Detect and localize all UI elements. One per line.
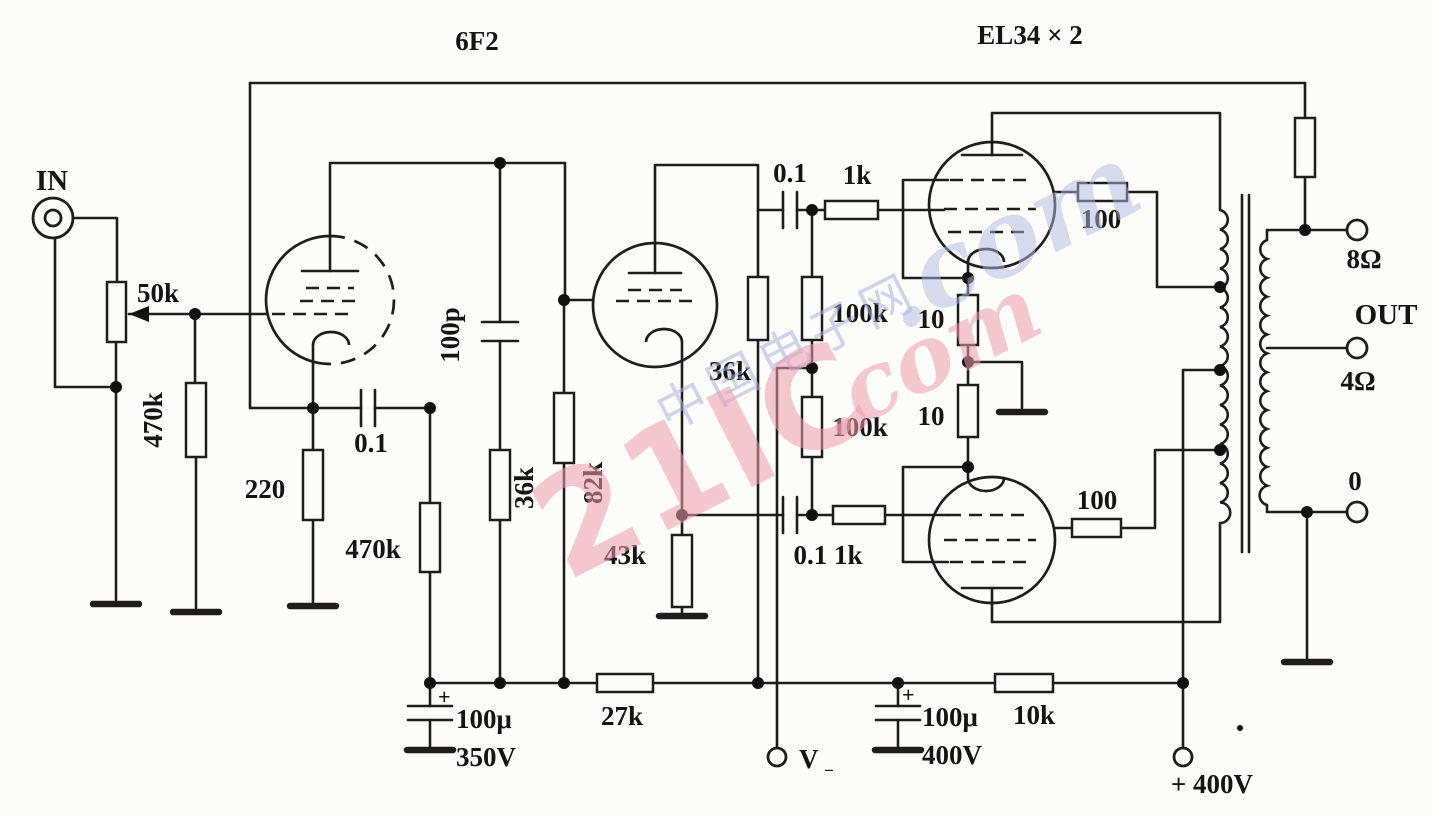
resistor-plate2-36k — [746, 275, 770, 342]
label-cap1-plus: + — [438, 684, 451, 709]
tube-el34-upper — [927, 140, 1057, 270]
resistor-gridleak-lower-100k — [800, 395, 824, 459]
label-plate-82k: 82k — [578, 462, 608, 504]
label-input: IN — [36, 165, 68, 197]
label-grid-470k: 470k — [345, 534, 401, 564]
capacitor-filter2-100u-400v — [874, 704, 922, 722]
resistor-cathode-lower-10 — [956, 383, 980, 439]
label-43k: 43k — [604, 540, 646, 570]
resistor-cathode-220 — [301, 448, 325, 522]
wiring — [53, 81, 1349, 750]
label-100-lower: 100 — [1077, 485, 1118, 515]
label-plate2-36k: 36k — [709, 356, 751, 386]
resistor-dropper-10k — [993, 672, 1055, 694]
label-cathode-220: 220 — [245, 474, 286, 504]
capacitor-coupling-lower-0.1 — [781, 495, 799, 535]
label-coupling-01: 0.1 — [354, 428, 388, 458]
capacitor-coupling-upper-0.1 — [781, 190, 799, 230]
tube-6f2-pentode — [591, 241, 719, 369]
secondary-winding — [1258, 238, 1272, 507]
label-10k: 10k — [1013, 700, 1055, 730]
resistor-screen-lower-100 — [1070, 517, 1123, 539]
label-cap2-plus: + — [902, 682, 915, 707]
terminal-b-plus — [1172, 746, 1194, 768]
ground-symbols — [89, 408, 1334, 754]
label-27k: 27k — [601, 701, 643, 731]
label-cap1-value: 100μ — [456, 704, 512, 734]
label-volume-pot: 50k — [137, 278, 179, 308]
capacitor-comp-100p — [480, 320, 520, 343]
label-upper-1k: 1k — [843, 160, 872, 190]
resistor-decoupling-27k — [595, 672, 655, 694]
resistor-volume-pot-50k — [105, 280, 149, 344]
resistor-comp-36k — [488, 448, 512, 522]
label-comp-36k: 36k — [509, 467, 539, 509]
junction-dots — [110, 157, 1313, 731]
tube-el34-lower — [927, 475, 1057, 605]
label-b-plus: + 400V — [1171, 769, 1254, 799]
resistor-cathode-upper-10 — [956, 293, 980, 347]
capacitor-filter1-100u-350v — [406, 704, 454, 722]
resistor-gridleak-upper-100k — [800, 275, 824, 342]
watermark: 中国电子网 .com 21IC .com — [508, 118, 1160, 612]
resistor-gridstop-lower-1k — [831, 504, 887, 526]
label-out: OUT — [1355, 299, 1418, 331]
label-cap2-voltage: 400V — [922, 740, 983, 770]
label-cap2-value: 100μ — [922, 702, 978, 732]
label-power-tubes: EL34 × 2 — [977, 20, 1082, 50]
label-100-upper: 100 — [1081, 204, 1122, 234]
label-10-upper: 10 — [918, 304, 945, 334]
label-100p: 100p — [435, 307, 465, 363]
terminal-0 — [1345, 500, 1369, 524]
resistor-grid-470k — [418, 501, 442, 574]
label-100k-lower: 100k — [832, 412, 888, 442]
resistor-input-470k — [184, 381, 208, 459]
label-0: 0 — [1348, 466, 1362, 496]
label-bias-sub: − — [824, 761, 834, 780]
tube-6f2-triode — [264, 234, 396, 366]
label-upper-01: 0.1 — [773, 158, 807, 188]
resistor-plate-82k — [552, 391, 576, 465]
label-10-lower: 10 — [918, 401, 945, 431]
terminal-8ohm — [1345, 218, 1369, 242]
terminal-4ohm — [1345, 336, 1369, 360]
label-4ohm: 4Ω — [1340, 366, 1375, 396]
terminal-bias — [766, 746, 788, 768]
label-bias-v: V — [799, 744, 819, 774]
capacitor-coupling1-0.1 — [359, 388, 377, 428]
resistor-cathode2-43k — [670, 533, 694, 609]
label-lower-01-1k: 0.1 1k — [793, 540, 862, 570]
resistor-gridstop-upper-1k — [823, 199, 880, 221]
label-8ohm: 8Ω — [1346, 244, 1381, 274]
output-transformer — [1219, 193, 1272, 554]
resistor-screen-upper-100 — [1076, 181, 1129, 203]
label-100k-upper: 100k — [832, 298, 888, 328]
label-cap1-voltage: 350V — [456, 742, 517, 772]
label-input-470k: 470k — [138, 392, 168, 448]
resistor-feedback — [1293, 116, 1317, 179]
label-preamp-tube: 6F2 — [455, 26, 499, 56]
input-jack — [31, 196, 75, 240]
